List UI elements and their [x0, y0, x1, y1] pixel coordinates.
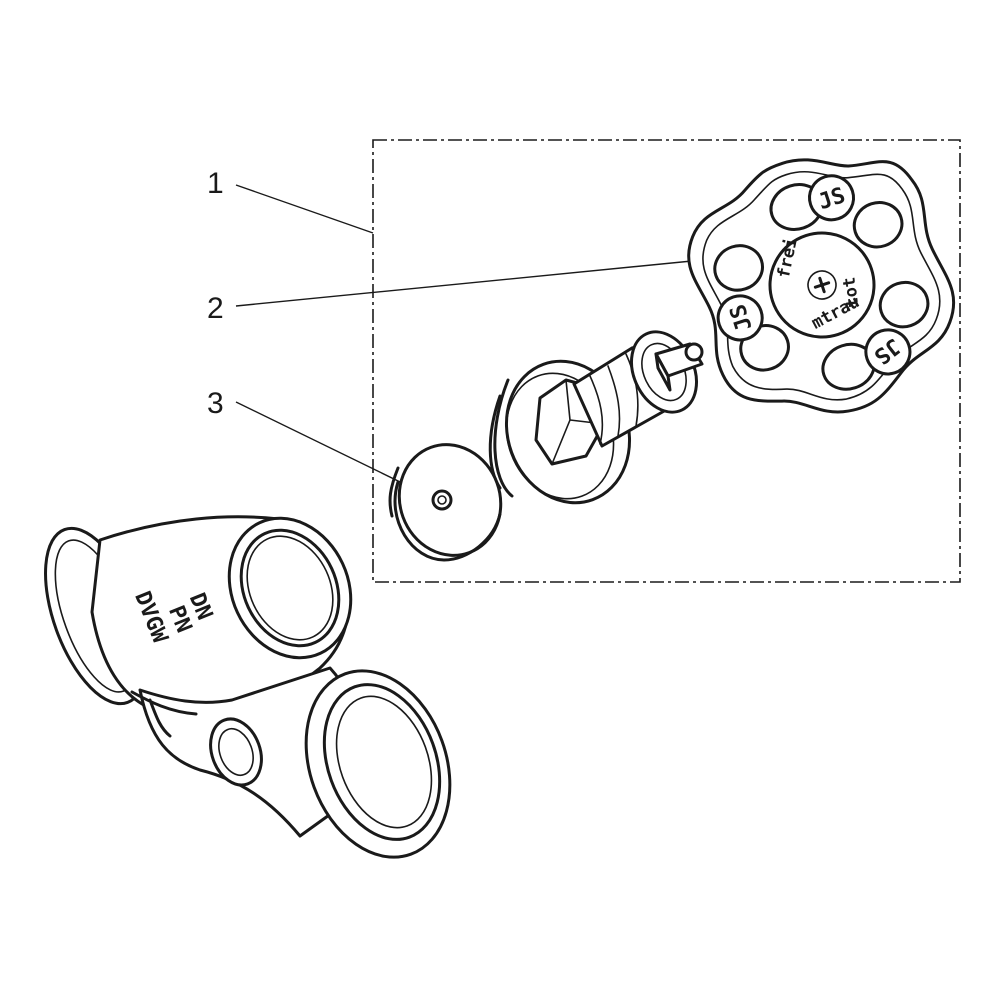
handwheel-inner-rim — [702, 170, 941, 401]
bonnet-opening — [227, 516, 353, 660]
washer — [388, 443, 503, 562]
leader-line-1 — [235, 184, 374, 234]
callout-2: 2 — [207, 259, 703, 325]
assembly-group-frame — [372, 139, 961, 583]
handwheel: JS JS JS frei mtrau tot — [687, 158, 956, 414]
logo-pads: JS JS JS — [716, 174, 912, 376]
leader-line-2 — [235, 259, 703, 307]
callout-number-2: 2 — [207, 292, 224, 325]
valve-body: DN PN DVGW — [44, 515, 452, 859]
drain-plug — [209, 717, 263, 787]
hub-text-tot: tot — [839, 276, 863, 309]
callout-number-3: 3 — [207, 387, 224, 420]
washer-hole — [431, 489, 453, 511]
callout-1: 1 — [207, 167, 374, 234]
screw-cross-icon — [813, 276, 831, 294]
valve-cartridge — [488, 330, 704, 505]
callout-number-1: 1 — [207, 167, 224, 200]
